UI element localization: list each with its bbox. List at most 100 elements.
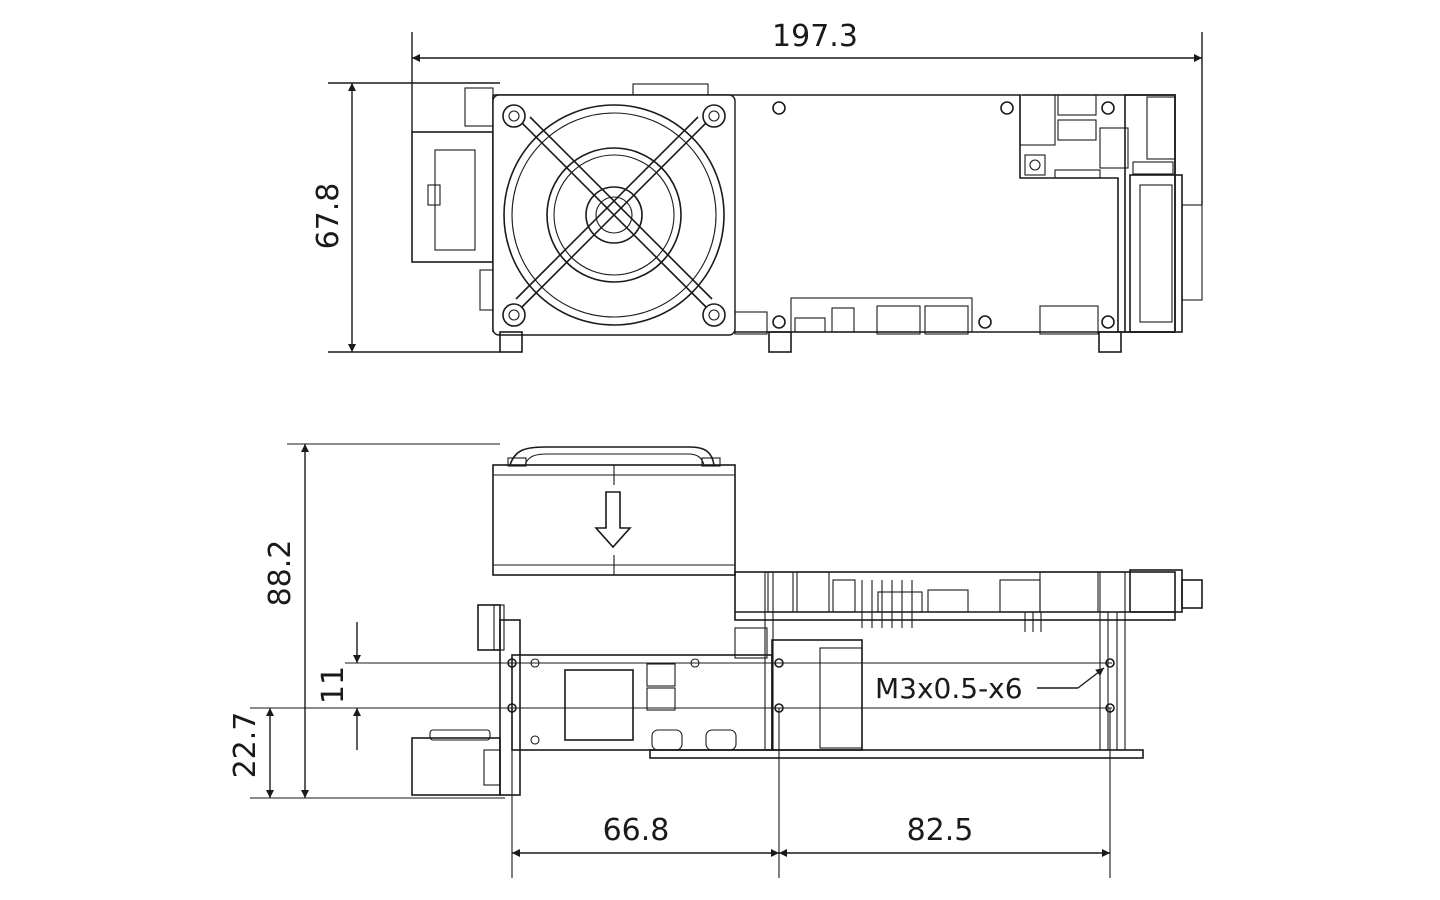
top-power-tab [427,184,441,206]
side-standoff-right [1099,611,1109,751]
side-upper-comp-2 [796,571,830,613]
side-chassis-mid-inner [819,647,863,749]
side-lower-hole-c [530,735,540,745]
fan-screw-tl [502,104,526,128]
dim-hole-spacing-left-label: 66.8 [603,813,670,848]
side-upper-comp-7 [1039,571,1099,613]
side-power-module-lip [429,729,491,741]
fan-hub [585,186,643,244]
side-standoff-left [764,571,774,751]
top-component-g [1054,169,1101,179]
screw-callout-label: M3x0.5-x6 [875,672,1023,705]
side-db-shell [1181,579,1203,609]
top-square-pad [1024,154,1046,176]
side-upper-comp-4 [877,591,923,613]
top-db-connector-inner [1139,184,1173,323]
side-upper-comp-1 [767,571,794,613]
top-lower-e [1039,305,1099,335]
fan-outer-ring [503,104,725,326]
top-mount-hole-5 [978,315,992,329]
top-square-pad-hole [1029,159,1041,171]
fan-hub-inner [595,196,633,234]
fan-screw-bl [502,303,526,327]
top-lower-a [794,317,826,333]
screw-callout-backdrop [872,670,1037,706]
side-upper-comp-8 [1099,571,1126,613]
fan-mid-ring [546,147,682,283]
fan-mid-ring-inner [553,154,675,276]
dim-hole-spacing-right-label: 82.5 [907,813,974,848]
fan-screw-tl-inner [508,110,520,122]
side-dimensions: 88.2 11 22.7 66.8 82.5 M3x0.5-x6 [228,443,1112,878]
side-upper-comp-6 [999,579,1041,613]
dim-top-height-label: 67.8 [311,183,346,250]
side-view [411,446,1203,796]
side-fan-clip-right [701,457,721,467]
side-upper-comp-5 [927,589,969,613]
fan-screw-tr [702,104,726,128]
top-view [411,83,1203,353]
side-base-plate [649,749,1144,759]
side-upper-board [734,571,1176,621]
down-arrow-icon [594,491,632,549]
fan-screw-bl-inner [508,309,520,321]
dim-side-height-label: 88.2 [263,540,298,607]
top-power-module [411,131,494,263]
fan-screw-br [702,303,726,327]
side-lower-chip [564,669,634,741]
side-fan-clip-left [507,457,527,467]
fan-guard-bar-2 [521,122,707,308]
top-db-shell [1181,204,1203,301]
side-lower-comp-c [651,729,683,751]
top-header-pins [734,311,768,335]
side-power-module [411,737,501,796]
top-mount-hole-4 [772,315,786,329]
fan-guard-bar-2b [515,116,699,300]
top-lower-module [790,297,973,333]
top-lower-b [831,307,855,333]
side-fan-handle-inner [524,453,705,466]
top-mount-hole-2 [1000,101,1014,115]
top-component-b [1057,94,1097,116]
side-standoff-right-2 [1116,611,1126,751]
side-chassis-mid [771,639,863,751]
side-fan-handle [509,446,715,466]
top-mount-hole-3 [1101,101,1115,115]
dim-overall-length-label: 197.3 [772,19,858,54]
top-dimensions: 197.3 67.8 [311,19,1203,353]
side-left-upper-tab [477,604,501,651]
dim-hole-height-label: 22.7 [228,712,263,779]
dim-hole-spacing-label: 11 [316,666,351,704]
top-component-e [1146,96,1176,160]
top-foot-2 [768,331,792,353]
side-lower-comp-b [646,687,676,711]
fan-screw-tr-inner [708,110,720,122]
top-power-inner [434,149,476,251]
side-lower-board [511,654,773,751]
top-left-lower-tab [479,269,494,311]
top-foot-1 [499,331,523,353]
side-lower-comp-a [646,663,676,687]
side-lower-comp-d [705,729,737,751]
top-lower-c [876,305,921,335]
top-lower-d [924,305,969,335]
top-foot-3 [1098,331,1122,353]
top-mount-hole-1 [772,101,786,115]
fan-icon [492,94,736,336]
fan-screw-br-inner [708,309,720,321]
side-upper-comp-3 [832,579,856,613]
top-component-a [1019,94,1056,146]
side-db-connector [1129,569,1183,613]
top-left-connector [464,87,494,127]
top-mount-hole-6 [1101,315,1115,329]
top-component-f [1132,161,1174,175]
screw-callout-leader-arrow [1077,667,1105,689]
top-io-block [1124,94,1176,333]
side-lower-header [734,627,768,659]
side-power-module-tab [483,749,501,786]
fan-outer-ring-inner [511,112,717,318]
top-component-c [1057,119,1097,141]
side-left-upper-tab-inner [493,604,505,651]
top-fan-connector [632,83,709,96]
